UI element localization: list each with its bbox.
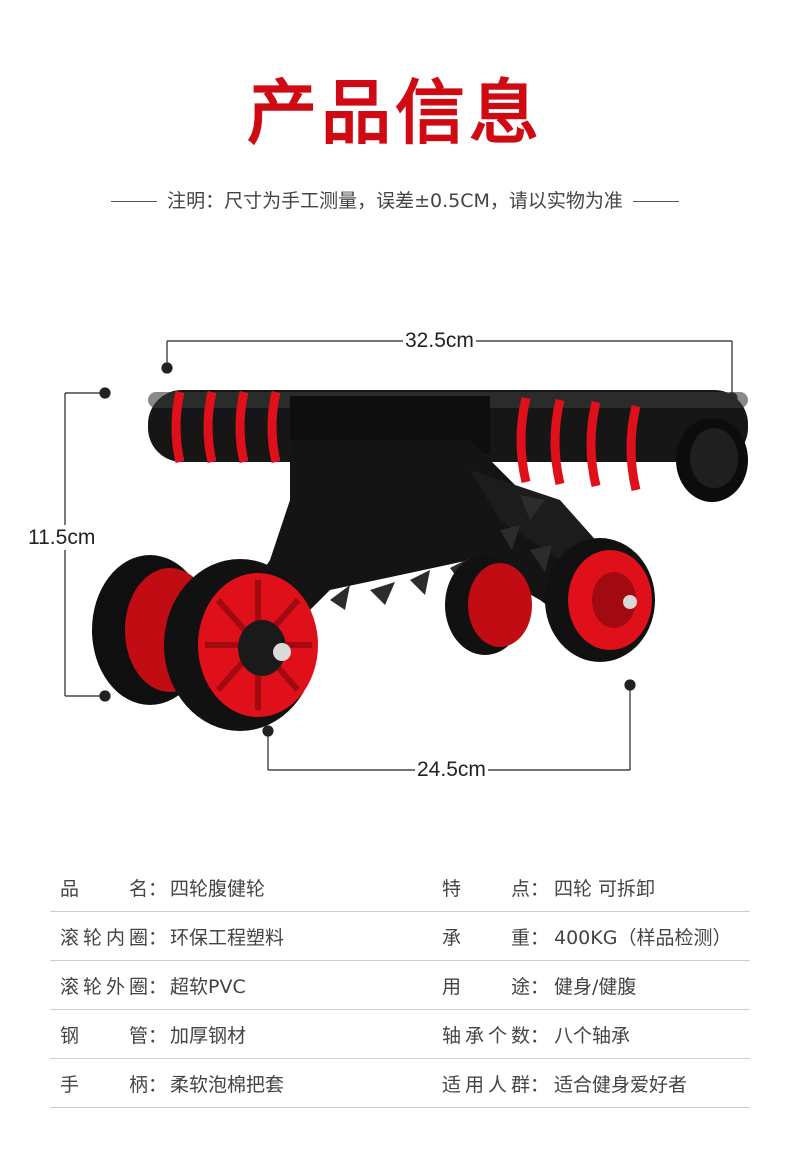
spec-value: 加厚钢材 xyxy=(170,1009,432,1059)
spec-value: 环保工程塑料 xyxy=(170,911,432,961)
spec-value: 适合健身爱好者 xyxy=(554,1058,750,1108)
page-title: 产品信息 xyxy=(247,72,543,154)
dimension-height: 11.5cm xyxy=(28,525,96,550)
dimension-lines xyxy=(64,340,738,771)
spec-label: 品名 xyxy=(60,877,148,900)
spec-value: 400KG（样品检测） xyxy=(554,911,750,961)
spec-label: 钢管 xyxy=(60,1024,148,1047)
table-row: 品名： 四轮腹健轮 特点： 四轮 可拆卸 xyxy=(50,863,750,912)
table-row: 钢管： 加厚钢材 轴承个数： 八个轴承 xyxy=(50,1009,750,1059)
front-wheels xyxy=(92,555,318,731)
spec-label: 轴承个数 xyxy=(442,1024,530,1047)
table-row: 手柄： 柔软泡棉把套 适用人群： 适合健身爱好者 xyxy=(50,1058,750,1108)
spec-label: 适用人群 xyxy=(442,1073,530,1096)
table-row: 滚轮外圈： 超软PVC 用途： 健身/健腹 xyxy=(50,960,750,1010)
spec-label: 滚轮内圈 xyxy=(60,926,148,949)
spec-label: 手柄 xyxy=(60,1073,148,1096)
spec-label: 特点 xyxy=(442,877,530,900)
spec-label: 滚轮外圈 xyxy=(60,975,148,998)
dimension-width-bottom: 24.5cm xyxy=(415,758,488,781)
note-left-dash xyxy=(111,201,158,202)
note-right-dash xyxy=(632,201,679,202)
spec-label: 承重 xyxy=(442,926,530,949)
spec-table: 品名： 四轮腹健轮 特点： 四轮 可拆卸 滚轮内圈： 环保工程塑料 承重： 40… xyxy=(50,863,750,1108)
dimension-width-top: 32.5cm xyxy=(403,329,476,352)
spec-value: 四轮腹健轮 xyxy=(170,863,432,912)
spec-value: 健身/健腹 xyxy=(554,960,750,1010)
table-row: 滚轮内圈： 环保工程塑料 承重： 400KG（样品检测） xyxy=(50,911,750,961)
measurement-note: 注明：尺寸为手工测量，误差±0.5CM，请以实物为准 xyxy=(0,186,790,213)
rear-wheels xyxy=(445,538,655,662)
spec-value: 超软PVC xyxy=(170,960,432,1010)
spec-value: 柔软泡棉把套 xyxy=(170,1058,432,1108)
spec-value: 八个轴承 xyxy=(554,1009,750,1059)
product-illustration xyxy=(64,340,748,771)
spec-value: 四轮 可拆卸 xyxy=(554,863,750,912)
spec-label: 用途 xyxy=(442,975,530,998)
note-text: 注明：尺寸为手工测量，误差±0.5CM，请以实物为准 xyxy=(167,190,623,212)
